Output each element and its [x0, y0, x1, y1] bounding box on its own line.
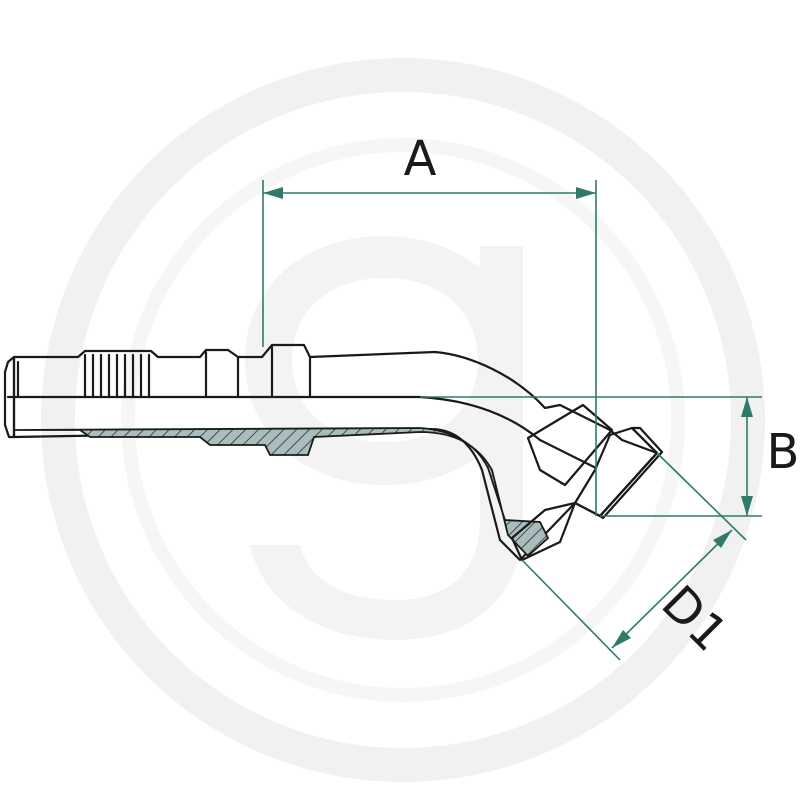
flange-lower-ring [510, 501, 577, 562]
cut-section-wall [13, 427, 550, 558]
dimension-b: B [420, 396, 800, 517]
dimension-a-label: A [404, 131, 437, 187]
watermark-logo [41, 58, 765, 782]
dimension-a: A [262, 131, 597, 516]
dimension-b-label: B [767, 424, 800, 480]
barb-ridges [16, 345, 312, 399]
flange-head [526, 403, 614, 487]
flange-seal-face [598, 426, 664, 520]
fitting-hose-end [3, 355, 16, 439]
